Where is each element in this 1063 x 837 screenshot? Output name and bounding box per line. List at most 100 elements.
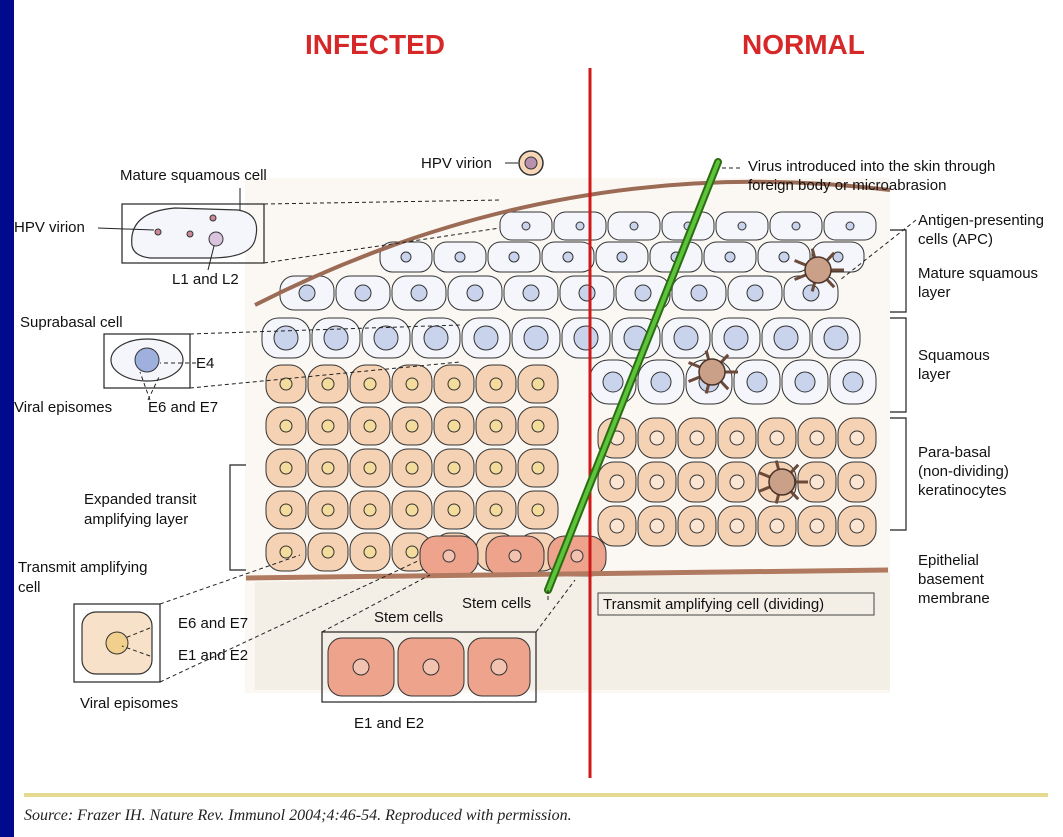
parabasal-cell-nucleus [810,519,824,533]
parabasal-cell [798,506,836,546]
parabasal-cell-nucleus [850,475,864,489]
heading-infected: INFECTED [305,29,445,60]
inset-virion-dot [155,229,161,235]
basal-cell-nucleus [322,546,334,558]
squamous-cell [758,242,810,272]
bracket-mature-layer [890,230,906,312]
label-transmit-amplifying-1: Transmit amplifying [18,559,147,576]
squamous-cell [662,318,710,358]
parabasal-cell [638,418,676,458]
basal-cell-nucleus [322,462,334,474]
squamous-cell [542,242,594,272]
stem-cell [420,536,478,576]
basal-cell [350,449,390,487]
basal-cell-nucleus [406,378,418,390]
squamous-cell [728,276,782,310]
label-e6-e7-1: E6 and E7 [148,399,218,416]
label-basement-3: membrane [918,590,990,607]
squamous-cell-nucleus [274,326,298,350]
squamous-cell-nucleus [779,252,789,262]
inset-stem-cell [468,638,530,696]
squamous-cell [560,276,614,310]
squamous-cell [672,276,726,310]
parabasal-cell [678,506,716,546]
basal-cell-nucleus [322,378,334,390]
squamous-cell-nucleus [795,372,815,392]
parabasal-cell [638,506,676,546]
parabasal-cell-nucleus [850,431,864,445]
squamous-cell-nucleus [374,326,398,350]
basal-cell [266,365,306,403]
parabasal-cell-nucleus [730,431,744,445]
parabasal-cell-nucleus [810,475,824,489]
basal-cell [266,491,306,529]
label-e1-e2-1: E1 and E2 [178,647,248,664]
squamous-cell [824,212,876,240]
squamous-cell [262,318,310,358]
squamous-cell [734,360,780,404]
label-basement-2: basement [918,571,985,588]
squamous-cell-nucleus [455,252,465,262]
parabasal-cell-nucleus [690,431,704,445]
label-transmit-amplifying-2: cell [18,579,41,596]
basal-cell [476,491,516,529]
source-citation: Source: Frazer IH. Nature Rev. Immunol 2… [24,807,572,825]
basal-cell [476,449,516,487]
basal-cell [518,365,558,403]
basal-cell-nucleus [532,462,544,474]
label-basement-1: Epithelial [918,552,979,569]
squamous-cell-nucleus [674,326,698,350]
basal-cell-nucleus [490,378,502,390]
basal-cell [476,407,516,445]
parabasal-cell [758,506,796,546]
basal-cell [392,491,432,529]
bracket-parabasal-layer [890,418,906,530]
bracket-expanded-transit [230,465,246,570]
basal-cell [350,365,390,403]
basal-cell [350,533,390,571]
basal-cell-nucleus [448,420,460,432]
label-stem-cells-mid: Stem cells [462,595,531,612]
label-apc-1: Antigen-presenting [918,212,1044,229]
squamous-cell-nucleus [824,326,848,350]
squamous-cell [782,360,828,404]
squamous-cell-nucleus [324,326,348,350]
basal-cell-nucleus [280,462,292,474]
squamous-cell-nucleus [651,372,671,392]
label-parabasal-3: keratinocytes [918,482,1006,499]
basal-cell [434,365,474,403]
basal-cell-nucleus [532,504,544,516]
squamous-cell-nucleus [691,285,707,301]
squamous-cell-nucleus [747,285,763,301]
parabasal-cell-nucleus [690,475,704,489]
label-e6-e7-2: E6 and E7 [178,615,248,632]
squamous-cell-nucleus [576,222,584,230]
basal-cell-nucleus [280,378,292,390]
parabasal-cell-nucleus [690,519,704,533]
label-apc-2: cells (APC) [918,231,993,248]
basal-cell-nucleus [364,546,376,558]
basal-cell [392,449,432,487]
squamous-cell-nucleus [617,252,627,262]
squamous-cell [770,212,822,240]
basal-cell [308,491,348,529]
parabasal-cell-nucleus [610,475,624,489]
basal-cell [434,407,474,445]
basal-cell-nucleus [280,420,292,432]
hpv-virion-icon [519,151,543,175]
label-expanded-transit-2: amplifying layer [84,511,188,528]
label-e4: E4 [196,355,214,372]
basal-cell-nucleus [364,462,376,474]
basal-cell [392,407,432,445]
squamous-cell-nucleus [509,252,519,262]
stem-cell-nucleus [571,550,583,562]
parabasal-cell-nucleus [770,431,784,445]
parabasal-cell-nucleus [730,519,744,533]
squamous-cell [312,318,360,358]
squamous-cell [830,360,876,404]
parabasal-cell [678,462,716,502]
basal-cell-nucleus [490,504,502,516]
squamous-cell [512,318,560,358]
squamous-cell [712,318,760,358]
squamous-cell-nucleus [524,326,548,350]
